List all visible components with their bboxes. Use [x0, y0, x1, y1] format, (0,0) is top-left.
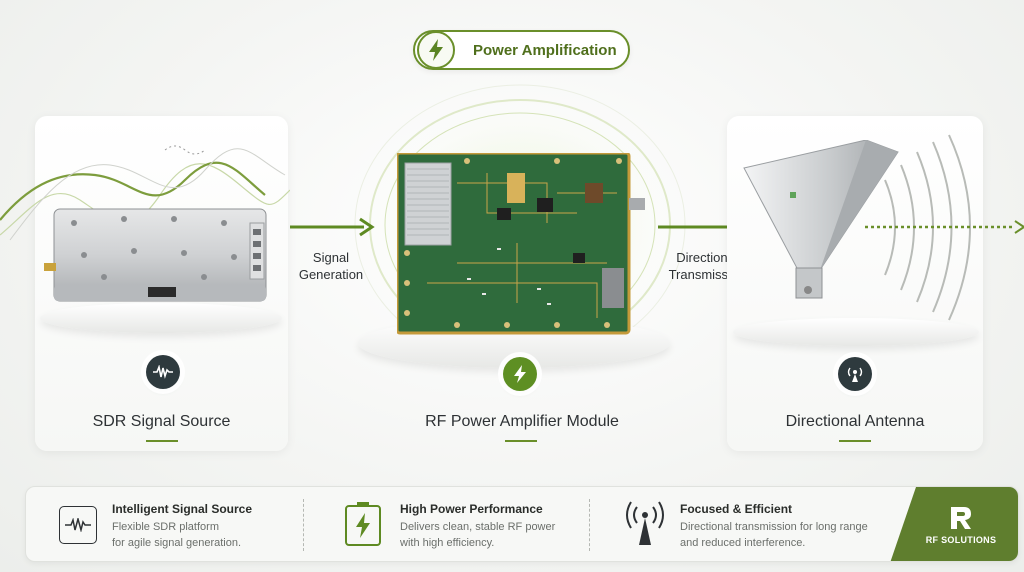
brand-name: RF SOLUTIONS	[925, 535, 997, 545]
feature-desc-line: for agile signal generation.	[112, 537, 242, 549]
battery-bolt-icon	[344, 501, 382, 547]
directional-label-line2: Transmission	[668, 267, 746, 282]
amplifier-title-underline	[505, 440, 537, 442]
signal-generation-label: Signal Generation	[290, 249, 372, 283]
lightning-bolt-icon	[503, 357, 537, 391]
radiation-waves-decoration	[865, 134, 1024, 321]
sdr-device-image	[44, 208, 267, 302]
signal-label-line2: Generation	[298, 267, 364, 282]
sdr-pedestal	[40, 303, 282, 333]
features-bar: Intelligent Signal Source Flexible SDR p…	[25, 486, 1019, 562]
lightning-bolt-icon	[417, 31, 455, 69]
divider	[303, 499, 304, 551]
feature-icon-box	[59, 506, 97, 544]
feature-focused-efficient: Focused & Efficient Directional transmis…	[680, 502, 900, 551]
antenna-title-underline	[839, 440, 871, 442]
divider	[589, 499, 590, 551]
feature-desc-line: Directional transmission for long range	[680, 521, 868, 533]
sdr-title: SDR Signal Source	[92, 413, 231, 430]
feature-desc-line: Flexible SDR platform	[112, 521, 219, 533]
antenna-broadcast-icon	[838, 357, 872, 391]
flow-arrow-signal	[290, 217, 375, 237]
directional-transmission-label: Directional Transmission	[662, 249, 752, 283]
waveform-icon	[146, 355, 180, 389]
feature-desc: Delivers clean, stable RF power with hig…	[400, 519, 600, 551]
signal-label-line1: Signal	[312, 250, 350, 265]
antenna-pedestal	[733, 318, 979, 346]
amplifier-module-image	[397, 153, 645, 335]
horn-antenna-image	[743, 140, 899, 299]
brand-panel: RF SOLUTIONS	[890, 487, 1018, 561]
feature-desc-line: Delivers clean, stable RF power	[400, 521, 556, 533]
pill-label: Power Amplification	[473, 41, 617, 59]
directional-label-line1: Directional	[676, 250, 738, 265]
power-amplification-pill: Power Amplification	[413, 30, 630, 70]
feature-intelligent-signal: Intelligent Signal Source Flexible SDR p…	[112, 502, 302, 551]
waveform-icon	[65, 518, 91, 532]
antenna-tower-icon	[625, 501, 665, 547]
feature-title: Intelligent Signal Source	[112, 502, 253, 516]
feature-desc-line: and reduced interference.	[680, 537, 806, 549]
sdr-title-underline	[146, 440, 178, 442]
feature-desc-line: with high efficiency.	[400, 537, 495, 549]
amplifier-title: RF Power Amplifier Module	[425, 413, 619, 430]
antenna-title: Directional Antenna	[785, 413, 925, 430]
feature-title: Focused & Efficient	[680, 502, 793, 516]
rf-logo-icon	[951, 507, 971, 529]
feature-title: High Power Performance	[400, 502, 543, 516]
feature-desc: Directional transmission for long range …	[680, 519, 900, 551]
feature-desc: Flexible SDR platform for agile signal g…	[112, 519, 302, 551]
signal-wave-decoration	[0, 145, 290, 241]
feature-high-power: High Power Performance Delivers clean, s…	[400, 502, 600, 551]
